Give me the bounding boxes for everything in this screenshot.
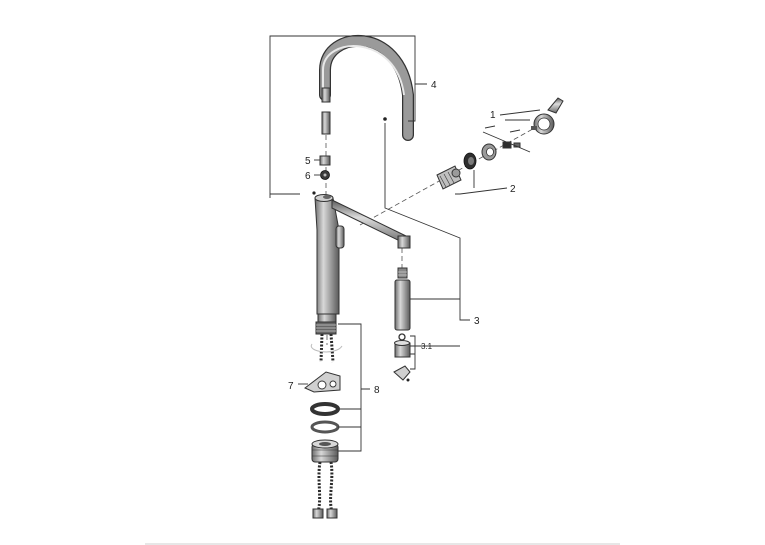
callout-3-1: 3.1	[421, 342, 433, 351]
supply-hoses-upper	[310, 333, 343, 363]
part-7-mounting-plate	[304, 371, 341, 393]
part-8-nut	[311, 439, 339, 463]
spray-holder-arm	[331, 199, 411, 249]
part-2-cartridge	[436, 165, 462, 190]
threaded-base	[315, 321, 337, 335]
part-3-1-spray-head	[394, 340, 411, 358]
part-3-1-clip	[393, 365, 411, 381]
callout-1: 1	[490, 110, 496, 121]
leader-4	[269, 35, 427, 198]
callout-4: 4	[431, 80, 437, 91]
spout-connector-fitting	[321, 111, 331, 135]
faucet-body	[314, 194, 345, 325]
part-3-1-seal	[398, 333, 406, 341]
part-6-seal-hole	[323, 173, 327, 177]
callout-5: 5	[305, 156, 311, 167]
body-marker-dot	[312, 191, 316, 195]
part-2-bonnet-ring	[481, 143, 497, 161]
leader-3-1	[410, 335, 420, 370]
part-3-1-clip-dot	[406, 378, 410, 382]
leader-8	[338, 323, 370, 452]
spout-outlet-dot	[383, 117, 387, 121]
callout-6: 6	[305, 171, 311, 182]
part-8-washer-lower	[310, 420, 340, 434]
callout-2: 2	[510, 184, 516, 195]
leader-1	[482, 109, 541, 153]
part-2-cartridge-nut	[463, 152, 477, 170]
spout	[319, 35, 414, 141]
leader-2	[455, 170, 508, 195]
callout-7: 7	[288, 381, 294, 392]
part-8-washer-upper	[310, 402, 340, 416]
part-3-pull-out-spray	[394, 267, 411, 331]
callout-8: 8	[374, 385, 380, 396]
part-5-adapter	[319, 155, 331, 166]
supply-hoses-lower	[312, 461, 338, 519]
callout-3: 3	[474, 316, 480, 327]
part-1-lever-handle	[531, 97, 564, 135]
